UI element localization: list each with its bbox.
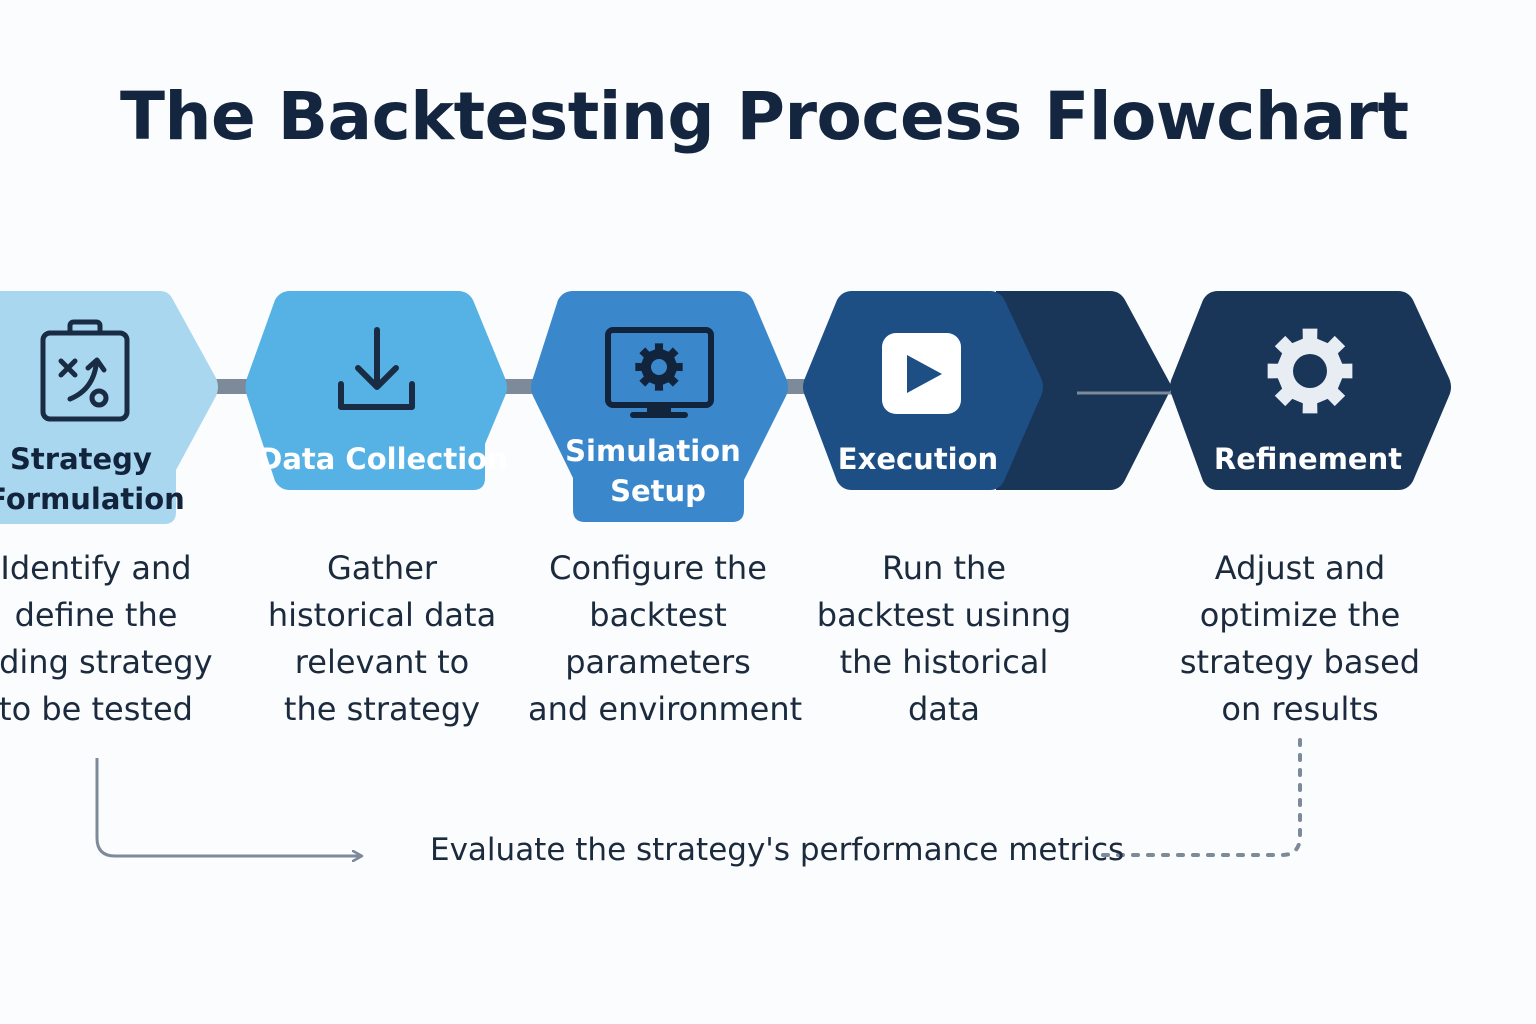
step-2-description-line-3: relevant to	[294, 643, 470, 681]
step-2-hexagon	[245, 291, 507, 490]
step-1-description-line-3: ading strategy	[0, 643, 213, 681]
step-3-description: Configure the backtest parameters and en…	[528, 545, 803, 733]
gear-hole	[1293, 354, 1327, 388]
step-data-collection: Data Collection	[245, 291, 508, 490]
step-3-description-line-2: backtest	[589, 596, 727, 634]
step-execution: Execution	[803, 291, 1043, 490]
step-2-label: Data Collection	[258, 442, 508, 476]
step-5-description-line-1: Adjust and	[1214, 549, 1386, 587]
play-icon	[882, 333, 961, 414]
connector-3-4	[782, 379, 810, 394]
step-5-description: Adjust and optimize the strategy based o…	[1170, 545, 1430, 733]
step-5-description-line-2: optimize the	[1199, 596, 1401, 634]
monitor-gear-icon	[605, 327, 714, 418]
step-1-label-line-2: Formulation	[0, 482, 185, 516]
step-1-description: Identify and define the ading strategy t…	[0, 545, 226, 733]
connector-1-2	[210, 379, 254, 394]
step-4-description: Run the backtest usinng the historical d…	[814, 545, 1074, 733]
step-4-description-line-4: data	[907, 690, 981, 728]
step-refinement: Refinement	[1170, 291, 1451, 490]
step-3-description-line-1: Configure the	[549, 549, 767, 587]
step-3-description-line-4: and environment	[528, 690, 803, 728]
step-2-description-line-2: historical data	[267, 596, 497, 634]
step-simulation-setup: Simulation Setup	[531, 291, 788, 522]
step-1-hexagon	[0, 291, 218, 524]
step-3-label-line-2: Setup	[610, 474, 706, 508]
evaluate-arrow	[95, 758, 362, 856]
connector-2-3	[500, 379, 538, 394]
evaluate-dotted-connector	[1096, 738, 1302, 857]
step-3-label: Simulation Setup	[565, 434, 751, 508]
step-5-description-line-4: on results	[1221, 690, 1379, 728]
step-1-label: Strategy Formulation	[0, 442, 185, 516]
step-2-description: Gather historical data relevant to the s…	[252, 545, 512, 733]
step-4-description-line-2: backtest usinng	[816, 596, 1072, 634]
step-strategy-formulation: Strategy Formulation	[0, 291, 218, 524]
step-5-description-line-3: strategy based	[1179, 643, 1421, 681]
step-4-label: Execution	[838, 442, 998, 476]
strategy-clipboard-icon	[40, 319, 130, 422]
step-2-description-line-1: Gather	[326, 549, 438, 587]
step-3-description-line-3: parameters	[565, 643, 751, 681]
download-icon	[338, 327, 415, 410]
step-5-label: Refinement	[1214, 442, 1402, 476]
evaluate-metrics-text: Evaluate the strategy's performance metr…	[430, 832, 1125, 868]
step-1-description-line-4: to be tested	[0, 690, 193, 728]
execution-overlap-band	[996, 291, 1172, 490]
step-1-description-line-1: Identify and	[0, 549, 192, 587]
step-4-description-line-1: Run the	[881, 549, 1007, 587]
step-2-description-line-4: the strategy	[283, 690, 481, 728]
gear-hole	[651, 359, 667, 375]
step-4-description-line-3: the historical	[839, 643, 1049, 681]
step-1-label-line-1: Strategy	[10, 442, 152, 476]
step-3-label-line-1: Simulation	[565, 434, 741, 468]
step-1-description-line-2: define the	[14, 596, 178, 634]
gear-icon	[1267, 328, 1353, 414]
page-title: The Backtesting Process Flowchart	[120, 78, 1409, 155]
